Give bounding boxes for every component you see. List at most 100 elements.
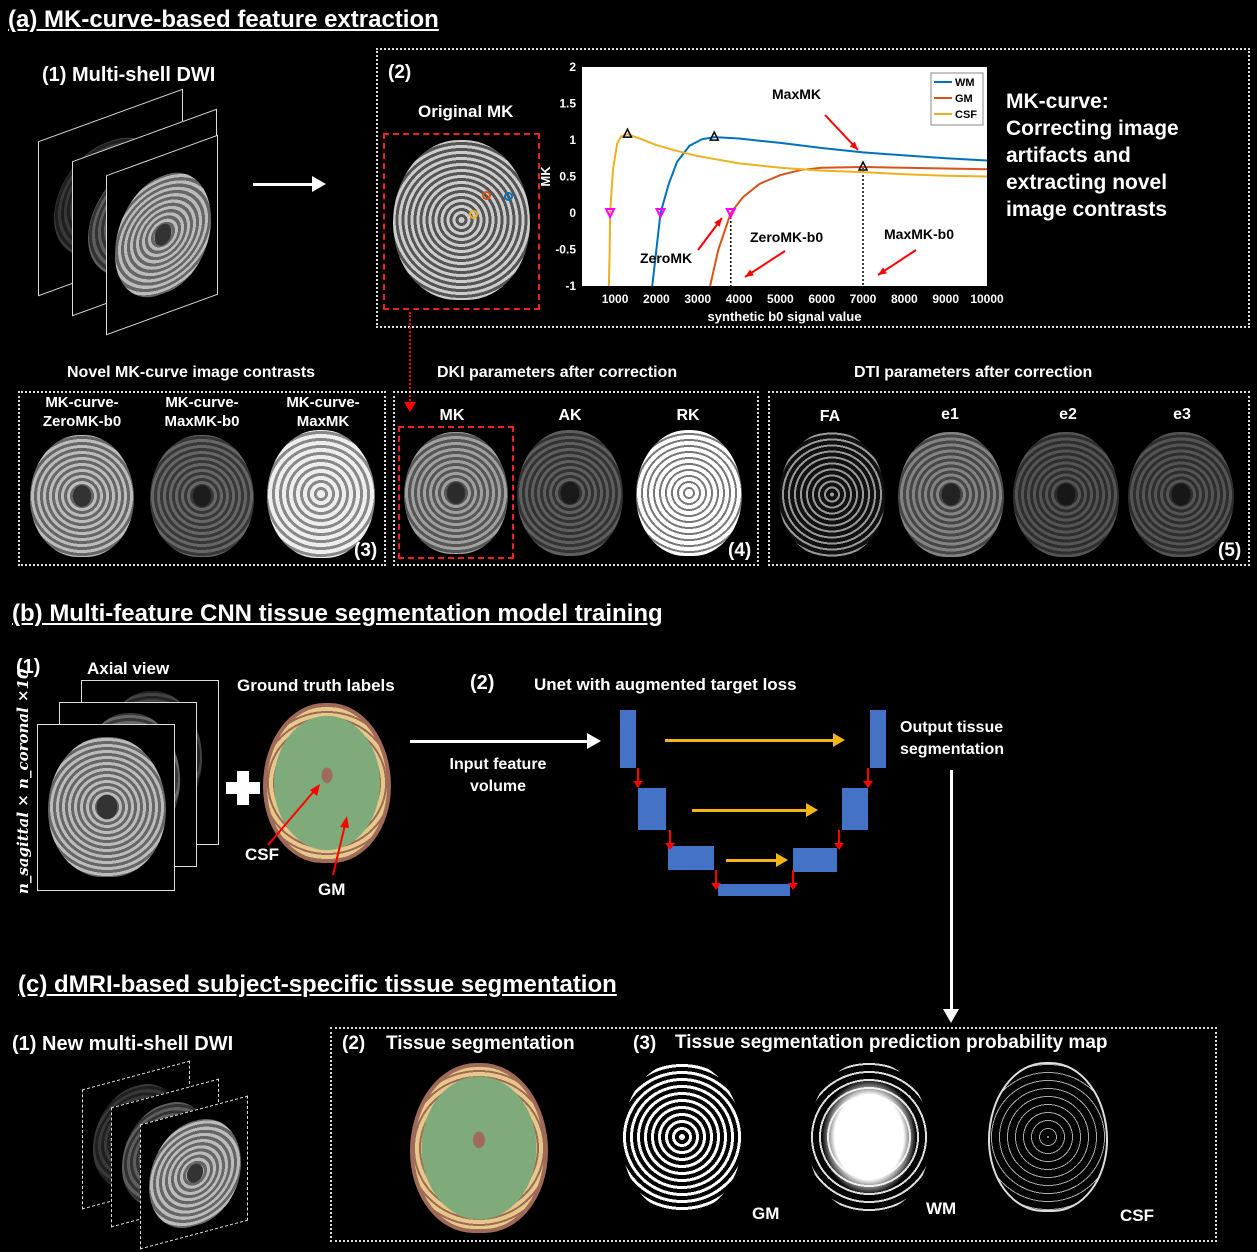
series-line-wm <box>651 136 987 286</box>
maxmk-image <box>267 430 375 558</box>
original-mk-image <box>393 140 530 300</box>
multishell-dwi-label: (1) Multi-shell DWI <box>42 64 216 86</box>
maxmk-annotation: MaxMK <box>772 86 821 102</box>
box-number-5: (5) <box>1218 540 1242 561</box>
section-a-title: (a) MK-curve-based feature extraction <box>8 6 439 33</box>
y-tick-label: 0 <box>569 206 576 220</box>
volume-dimensions-label: n_sagittal × n_coronal ×10 <box>14 668 32 894</box>
y-axis-label: MK <box>538 166 553 187</box>
b-step-1: (1) <box>16 656 41 678</box>
legend-label: WM <box>955 77 975 89</box>
x-tick-label: 7000 <box>850 292 877 306</box>
csf-roi-marker <box>469 210 478 219</box>
e1-label: e1 <box>941 406 959 423</box>
arrow-right <box>253 176 326 192</box>
zeromk-b0-image <box>30 435 134 557</box>
gm-label: GM <box>318 880 346 899</box>
rk-image <box>636 430 742 556</box>
legend-label: GM <box>955 93 973 105</box>
gm-roi-marker <box>482 191 491 200</box>
csf-probability-map <box>988 1062 1108 1212</box>
x-tick-label: 10000 <box>970 292 1004 306</box>
zeromk-b0-label: MK-curve- ZeroMK-b0 <box>42 394 122 430</box>
red-arrowhead <box>745 269 754 277</box>
e1-image <box>898 432 1004 557</box>
zeromk-b0-annotation: ZeroMK-b0 <box>750 229 823 245</box>
mk-curve-description: MK-curve: Correcting image artifacts and… <box>1006 88 1179 223</box>
e3-label: e3 <box>1173 406 1191 423</box>
wm-map-label: WM <box>926 1199 957 1218</box>
csf-map-label: CSF <box>1120 1206 1154 1225</box>
probability-map-title: Tissue segmentation prediction probabili… <box>675 1032 1108 1053</box>
y-tick-label: -1 <box>565 279 576 293</box>
unet-title: Unet with augmented target loss <box>534 675 797 694</box>
c-step-2: (2) <box>342 1033 366 1054</box>
dti-title: DTI parameters after correction <box>854 364 1093 381</box>
desc-line: extracting novel <box>1006 171 1168 194</box>
series-line-csf <box>607 133 987 286</box>
rk-label: RK <box>676 407 700 424</box>
mk-highlight <box>398 426 514 559</box>
csf-label: CSF <box>245 845 279 864</box>
desc-line: image contrasts <box>1006 198 1168 221</box>
e2-label: e2 <box>1059 406 1077 423</box>
section-b-title: (b) Multi-feature CNN tissue segmentatio… <box>12 600 663 627</box>
desc-line: Correcting image <box>1006 117 1179 140</box>
dki-title: DKI parameters after correction <box>437 364 678 381</box>
maxmk-label: MK-curve- MaxMK <box>286 394 360 430</box>
maxmk-b0-label: MK-curve- MaxMK-b0 <box>164 394 240 430</box>
max-mk-marker <box>857 160 869 171</box>
y-tick-label: -0.5 <box>555 243 576 257</box>
maxmk-b0-annotation: MaxMK-b0 <box>884 226 954 242</box>
zero-mk-marker <box>654 208 667 220</box>
zero-mk-marker <box>604 208 616 220</box>
maxmk-b0-image <box>150 435 254 557</box>
red-arrowhead <box>878 267 887 275</box>
wm-roi-marker <box>504 192 513 201</box>
original-mk-highlight <box>383 133 540 310</box>
x-tick-label: 1000 <box>602 292 629 306</box>
ak-image <box>517 430 623 556</box>
output-label-line: Output tissue <box>900 719 1004 736</box>
dki-box <box>393 391 759 566</box>
x-tick-label: 5000 <box>767 292 794 306</box>
dti-box <box>768 391 1250 566</box>
input-label-line: Input feature <box>449 756 547 773</box>
x-tick-label: 2000 <box>643 292 670 306</box>
x-axis-label: synthetic b0 signal value <box>708 309 862 324</box>
b-step-2: (2) <box>470 672 495 694</box>
x-tick-label: 4000 <box>726 292 753 306</box>
plot-area <box>582 67 987 286</box>
gm-map-label: GM <box>752 1204 780 1223</box>
desc-line: artifacts and <box>1006 144 1131 167</box>
max-mk-marker <box>709 130 720 141</box>
x-tick-label: 6000 <box>808 292 835 306</box>
novel-contrasts-title: Novel MK-curve image contrasts <box>67 364 316 381</box>
output-down-arrow <box>943 770 959 1023</box>
label-pointer-arrows <box>267 784 349 876</box>
y-tick-label: 1.5 <box>559 97 576 111</box>
mk-image <box>404 432 508 554</box>
plus-icon-vertical <box>237 771 249 805</box>
y-tick-label: 2 <box>569 60 576 74</box>
novel-contrasts-box <box>18 391 386 566</box>
red-arrowhead <box>849 141 858 150</box>
x-tick-label: 9000 <box>932 292 959 306</box>
input-arrow <box>410 733 601 749</box>
original-mk-label: Original MK <box>418 102 514 121</box>
mk-curve-panel <box>376 48 1250 328</box>
results-box <box>330 1027 1217 1242</box>
red-arrowhead <box>714 218 722 227</box>
segmentation-title: Tissue segmentation <box>386 1033 575 1054</box>
c-step-3: (3) <box>633 1033 657 1054</box>
max-mk-marker <box>622 127 633 138</box>
mk-label: MK <box>439 407 465 424</box>
step-2-label: (2) <box>388 62 412 83</box>
x-tick-label: 8000 <box>891 292 918 306</box>
section-c-title: (c) dMRI-based subject-specific tissue s… <box>18 971 617 998</box>
e3-image <box>1128 432 1234 557</box>
wm-probability-map <box>808 1062 930 1212</box>
